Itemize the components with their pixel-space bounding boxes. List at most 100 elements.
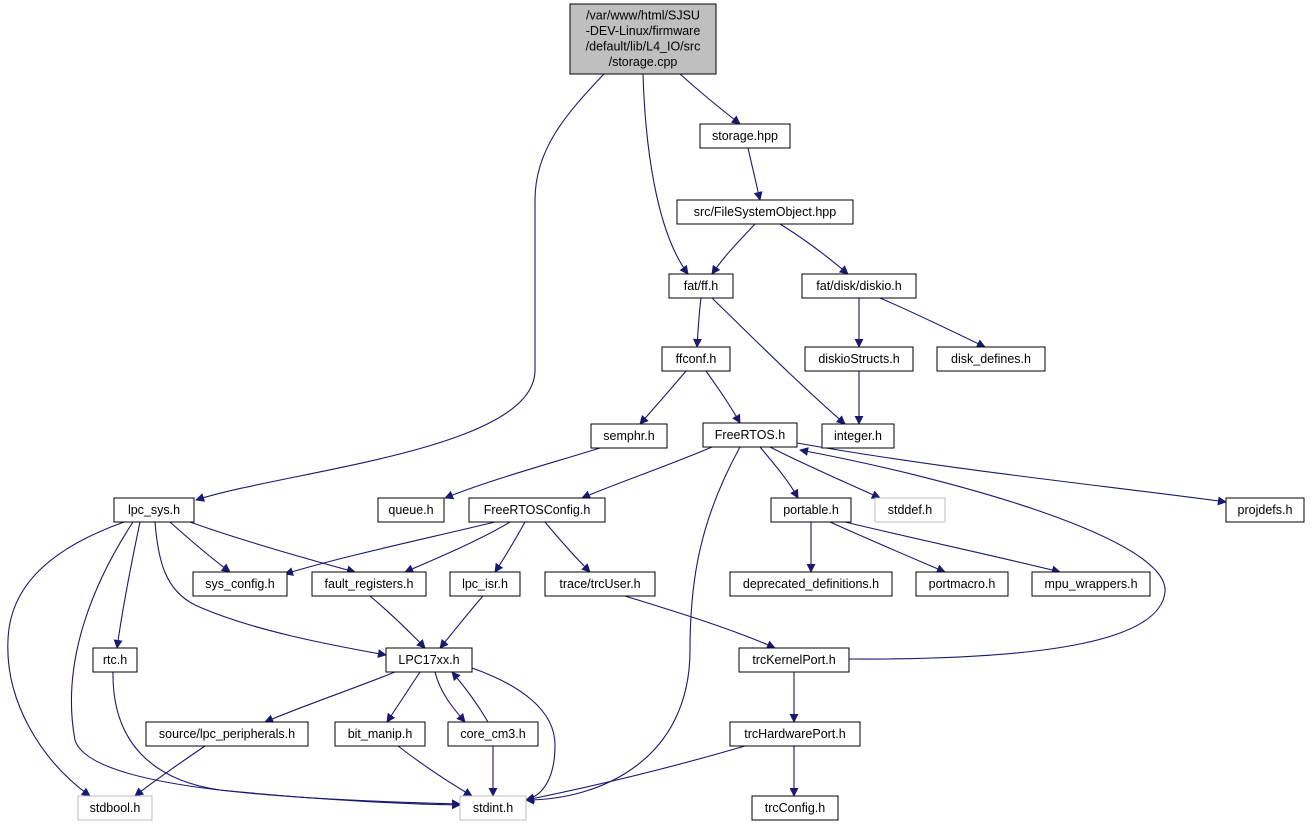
edge-trcHardwarePort_h-to-stdint_h xyxy=(525,745,746,803)
edge-storage_cpp-to-lpc_sys_h xyxy=(195,73,605,502)
edge-LPC17xx_h-to-lpc_peripherals_h xyxy=(264,671,396,723)
node-lpc_sys_h[interactable]: lpc_sys.h xyxy=(113,497,195,523)
node-label: integer.h xyxy=(834,429,882,443)
node-label: sys_config.h xyxy=(205,577,275,591)
node-box xyxy=(192,571,288,597)
node-trcConfig_h[interactable]: trcConfig.h xyxy=(751,795,839,821)
node-label: /var/www/html/SJSU xyxy=(586,9,700,23)
node-LPC17xx_h[interactable]: LPC17xx.h xyxy=(385,647,473,673)
node-box xyxy=(676,199,854,225)
edge-trcUser_h-to-trcKernelPort_h xyxy=(624,595,776,649)
node-box xyxy=(729,721,861,747)
node-label: trcHardwarePort.h xyxy=(744,727,845,741)
node-box xyxy=(821,423,895,449)
edge-FreeRTOSConfig_h-to-lpc_isr_h xyxy=(494,521,526,573)
node-projdefs_h[interactable]: projdefs.h xyxy=(1225,497,1305,523)
node-fault_registers_h[interactable]: fault_registers.h xyxy=(311,571,427,597)
node-box xyxy=(385,647,473,673)
node-ffconf_h[interactable]: ffconf.h xyxy=(661,346,731,372)
node-label: trcKernelPort.h xyxy=(752,653,835,667)
node-trcKernelPort_h[interactable]: trcKernelPort.h xyxy=(738,647,850,673)
edge-lpc_sys_h-to-rtc_h xyxy=(113,521,141,649)
node-lpc_peripherals_h[interactable]: source/lpc_peripherals.h xyxy=(145,721,309,747)
edge-ff_h-to-integer_h xyxy=(711,297,846,425)
node-rtc_h[interactable]: rtc.h xyxy=(92,647,138,673)
node-trcUser_h[interactable]: trace/trcUser.h xyxy=(544,571,656,597)
node-portable_h[interactable]: portable.h xyxy=(770,497,852,523)
node-integer_h[interactable]: integer.h xyxy=(821,423,895,449)
node-diskio_h[interactable]: fat/disk/diskio.h xyxy=(801,273,917,299)
node-storage_hpp[interactable]: storage.hpp xyxy=(699,123,791,149)
node-stddef_h[interactable]: stddef.h xyxy=(874,497,946,523)
node-portmacro_h[interactable]: portmacro.h xyxy=(915,571,1009,597)
node-box xyxy=(468,497,606,523)
edge-lpc_sys_h-to-sys_config_h xyxy=(169,521,231,573)
node-label: fat/disk/diskio.h xyxy=(816,279,902,293)
node-box xyxy=(544,571,656,597)
edge-FreeRTOS_h-to-stdint_h xyxy=(525,446,741,805)
node-box xyxy=(770,497,852,523)
node-box xyxy=(569,3,717,75)
node-label: -DEV-Linux/firmware xyxy=(586,24,701,38)
node-box xyxy=(1031,571,1151,597)
node-bit_manip_h[interactable]: bit_manip.h xyxy=(334,721,426,747)
edge-lpc_sys_h-to-fault_registers_h xyxy=(189,521,356,575)
edge-bit_manip_h-to-stdint_h xyxy=(397,745,473,797)
node-box xyxy=(668,273,734,299)
node-box xyxy=(751,795,839,821)
node-label: lpc_sys.h xyxy=(128,503,180,517)
edge-diskio_h-to-disk_defines_h xyxy=(879,297,986,348)
node-stdbool_h[interactable]: stdbool.h xyxy=(77,795,153,821)
edges xyxy=(7,73,1227,810)
edge-portable_h-to-mpu_wrappers_h xyxy=(844,521,1061,575)
edge-LPC17xx_h-to-stdint_h xyxy=(471,667,556,803)
edge-LPC17xx_h-to-bit_manip_h xyxy=(386,671,421,723)
node-label: queue.h xyxy=(388,503,433,517)
node-box xyxy=(661,346,731,372)
node-mpu_wrappers_h[interactable]: mpu_wrappers.h xyxy=(1031,571,1151,597)
node-box xyxy=(702,422,798,448)
node-label: stdbool.h xyxy=(90,801,141,815)
edge-fso_hpp-to-ff_h xyxy=(711,223,756,275)
node-diskioStructs_h[interactable]: diskioStructs.h xyxy=(804,346,914,372)
node-label: /storage.cpp xyxy=(609,55,678,69)
node-core_cm3_h[interactable]: core_cm3.h xyxy=(447,721,539,747)
node-box xyxy=(447,721,539,747)
edge-FreeRTOS_h-to-FreeRTOSConfig_h xyxy=(581,446,713,500)
edge-rtc_h-to-stdint_h xyxy=(112,671,461,810)
edge-FreeRTOS_h-to-projdefs_h xyxy=(796,442,1227,506)
node-label: bit_manip.h xyxy=(348,727,413,741)
node-fso_hpp[interactable]: src/FileSystemObject.hpp xyxy=(676,199,854,225)
node-label: core_cm3.h xyxy=(460,727,525,741)
node-sys_config_h[interactable]: sys_config.h xyxy=(192,571,288,597)
node-label: fault_registers.h xyxy=(325,577,414,591)
node-deprecated_definitions_h[interactable]: deprecated_definitions.h xyxy=(729,571,893,597)
node-semphr_h[interactable]: semphr.h xyxy=(590,423,668,449)
node-storage_cpp[interactable]: /var/www/html/SJSU-DEV-Linux/firmware/de… xyxy=(569,3,717,75)
node-label: portmacro.h xyxy=(929,577,996,591)
node-label: lpc_isr.h xyxy=(462,577,508,591)
node-stdint_h[interactable]: stdint.h xyxy=(459,795,527,821)
node-label: storage.hpp xyxy=(712,129,778,143)
node-queue_h[interactable]: queue.h xyxy=(377,497,445,523)
node-label: /default/lib/L4_IO/src xyxy=(586,40,701,54)
edge-fault_registers_h-to-LPC17xx_h xyxy=(369,595,426,649)
edge-lpc_sys_h-to-LPC17xx_h xyxy=(154,521,387,659)
node-box xyxy=(377,497,445,523)
node-label: rtc.h xyxy=(103,653,127,667)
node-label: LPC17xx.h xyxy=(398,653,459,667)
edge-portable_h-to-portmacro_h xyxy=(829,521,946,573)
node-box xyxy=(77,795,153,821)
node-box xyxy=(590,423,668,449)
node-label: disk_defines.h xyxy=(951,352,1031,366)
node-FreeRTOS_h[interactable]: FreeRTOS.h xyxy=(702,422,798,448)
node-disk_defines_h[interactable]: disk_defines.h xyxy=(936,346,1046,372)
node-box xyxy=(804,346,914,372)
node-lpc_isr_h[interactable]: lpc_isr.h xyxy=(449,571,521,597)
node-ff_h[interactable]: fat/ff.h xyxy=(668,273,734,299)
node-trcHardwarePort_h[interactable]: trcHardwarePort.h xyxy=(729,721,861,747)
edge-semphr_h-to-queue_h xyxy=(444,447,601,500)
node-FreeRTOSConfig_h[interactable]: FreeRTOSConfig.h xyxy=(468,497,606,523)
node-label: stdint.h xyxy=(473,801,513,815)
node-label: ffconf.h xyxy=(676,352,717,366)
